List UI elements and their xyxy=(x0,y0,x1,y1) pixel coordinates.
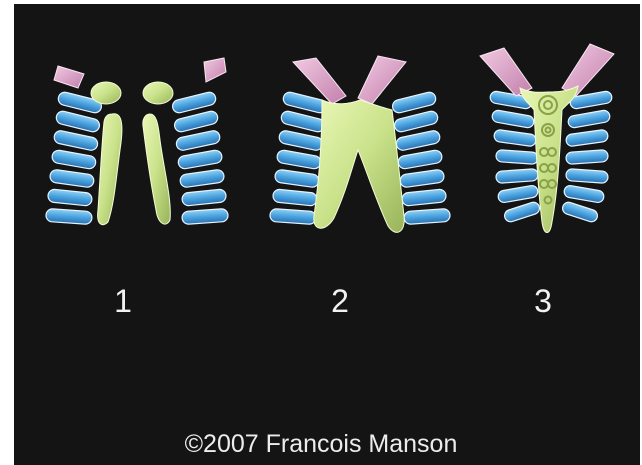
stage-2-sternum xyxy=(314,100,404,232)
stage-3-left-ribs xyxy=(489,90,541,223)
stage-1-sternal-bars xyxy=(91,82,173,225)
stage-3-label: 3 xyxy=(513,283,573,320)
stage-3-costal-cartilages xyxy=(480,44,614,96)
stage-1-left-ribs xyxy=(46,91,103,225)
copyright-credit: ©2007 Francois Manson xyxy=(0,430,642,459)
stage-2-illustration xyxy=(270,56,451,232)
stage-3-right-ribs xyxy=(561,90,613,223)
stage-1-illustration xyxy=(46,58,229,225)
stage-1-label: 1 xyxy=(93,283,153,320)
stage-1-costal-cartilages xyxy=(54,58,226,88)
stage-3-illustration xyxy=(480,44,614,233)
stage-1-right-ribs xyxy=(171,91,228,225)
stage-2-label: 2 xyxy=(310,283,370,320)
